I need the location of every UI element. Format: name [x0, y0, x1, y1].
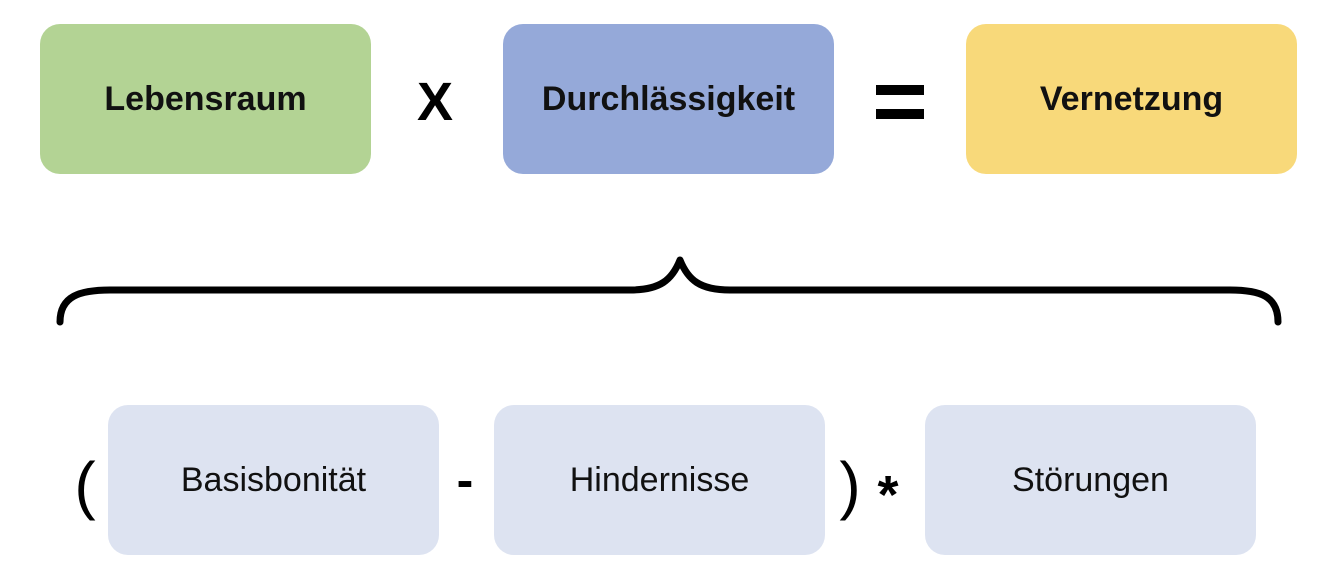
minus-symbol: - [456, 452, 474, 508]
disturbances-label: Störungen [1012, 460, 1169, 499]
permeability-box: Durchlässigkeit [503, 24, 834, 174]
obstacles-box: Hindernisse [494, 405, 825, 555]
multiply-symbol: * [877, 465, 899, 525]
disturbances-box: Störungen [925, 405, 1256, 555]
obstacles-label: Hindernisse [569, 460, 750, 499]
equals-symbol [870, 72, 930, 132]
base-quality-box: Basisbonität [108, 405, 439, 555]
connectivity-label: Vernetzung [1039, 79, 1224, 118]
permeability-label: Durchlässigkeit [541, 79, 796, 118]
base-quality-label: Basisbonität [180, 460, 367, 499]
habitat-label: Lebensraum [104, 79, 307, 118]
connectivity-box: Vernetzung [966, 24, 1297, 174]
habitat-box: Lebensraum [40, 24, 371, 174]
times-symbol: X [416, 72, 454, 132]
close-parenthesis: ) [839, 449, 861, 521]
open-parenthesis: ( [74, 449, 96, 521]
